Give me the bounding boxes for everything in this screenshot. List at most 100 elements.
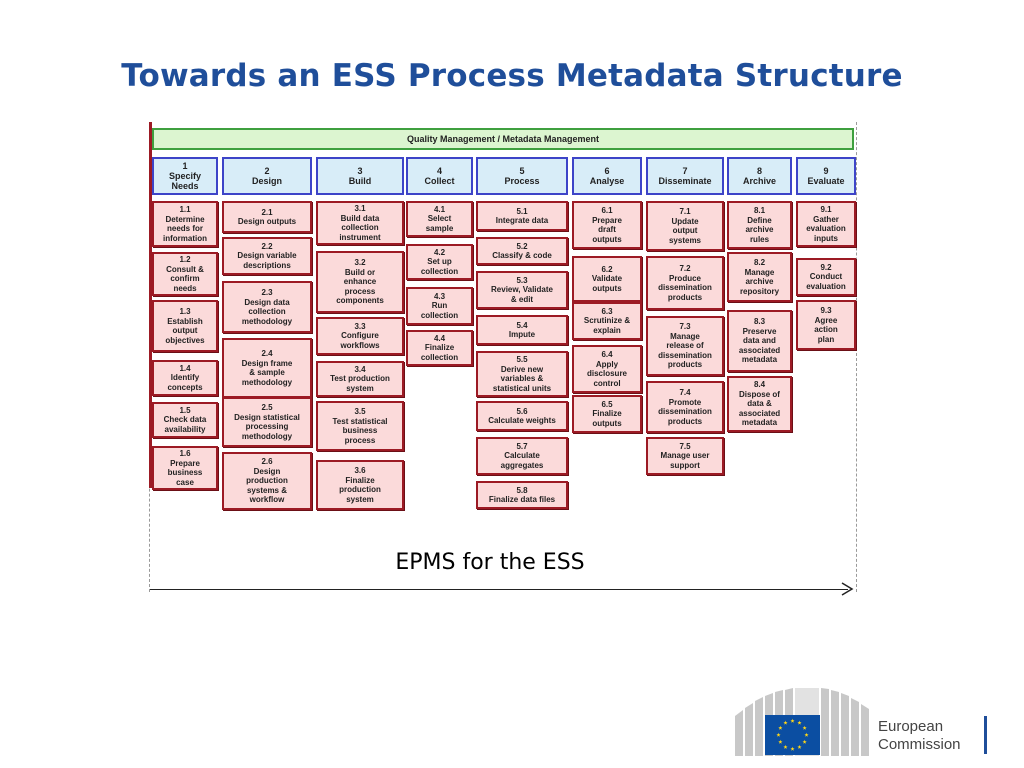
sub-process-number: 3.6 <box>354 466 366 475</box>
eu-stars <box>776 718 809 751</box>
eu-star <box>778 725 783 730</box>
sub-process-label: Review, Validate & edit <box>491 285 553 304</box>
sub-process-number: 8.2 <box>753 258 766 267</box>
sub-process-label: Build or enhance process components <box>336 267 384 306</box>
sub-process-label: Finalize data files <box>488 495 556 504</box>
sub-process-number: 3.2 <box>354 258 366 268</box>
sub-process-number: 7.2 <box>679 264 691 273</box>
sub-process-label: Design data collection methodology <box>241 297 293 326</box>
sub-process-label: Manage user support <box>660 451 710 470</box>
sub-process-label: Calculate weights <box>488 416 556 425</box>
phase-number: 4 <box>436 166 442 176</box>
eu-star <box>790 718 795 723</box>
sub-process-number: 3.1 <box>354 204 366 213</box>
sub-process-number: 6.3 <box>601 306 613 316</box>
eu-star <box>783 720 788 725</box>
phase-label: Evaluate <box>807 176 845 186</box>
sub-process-label: Apply disclosure control <box>586 359 627 388</box>
eu-star <box>790 746 795 751</box>
sub-process-label: Select sample <box>425 214 454 233</box>
phase-number: 6 <box>604 166 610 176</box>
diagram-caption: EPMS for the ESS <box>395 550 585 575</box>
quality-management-banner: Quality Management / Metadata Management <box>152 128 854 150</box>
phase-number: 8 <box>756 166 762 176</box>
sub-process-label: Identify concepts <box>167 373 203 392</box>
sub-process-label: Finalize outputs <box>592 409 622 428</box>
eu-star <box>802 725 807 730</box>
sub-process-label: Derive new variables & statistical units <box>492 364 552 393</box>
phase-number: 2 <box>264 166 270 176</box>
sub-process-number: 2.6 <box>261 457 273 467</box>
sub-process-label: Design statistical processing methodolog… <box>234 412 300 441</box>
sub-process-label: Build data collection instrument <box>339 213 381 242</box>
sub-process-number: 5.4 <box>516 320 528 330</box>
sub-process-label: Design outputs <box>237 217 297 226</box>
organization-name: European Commission <box>878 718 961 754</box>
phase-label: Disseminate <box>658 176 712 186</box>
sub-process-number: 5.3 <box>516 275 528 285</box>
eu-star <box>804 732 809 737</box>
phase-number: 1 <box>182 161 188 171</box>
sub-process-label: Design frame & sample methodology <box>241 358 293 387</box>
sub-process-label: Run collection <box>420 301 459 320</box>
sub-process-label: Design production systems & workflow <box>246 466 288 505</box>
sub-process-label: Preserve data and associated metadata <box>738 326 781 365</box>
slide-title: Towards an ESS Process Metadata Structur… <box>121 58 903 94</box>
sub-process-label: Gather evaluation inputs <box>806 214 846 243</box>
sub-process-number: 7.1 <box>679 207 691 216</box>
sub-process-label: Agree action plan <box>814 315 838 344</box>
sub-process-number: 9.2 <box>820 262 832 272</box>
logo-divider <box>984 716 987 754</box>
phase-label: Archive <box>742 176 777 186</box>
sub-process-number: 8.3 <box>753 317 766 327</box>
sub-process-number: 1.3 <box>179 307 191 316</box>
eu-star <box>802 739 807 744</box>
sub-process-number: 1.5 <box>179 405 191 415</box>
sub-process-number: 5.8 <box>516 485 528 495</box>
sub-process-number: 2.2 <box>261 241 273 251</box>
sub-process-label: Scrutinize & explain <box>583 316 631 335</box>
sub-process-label: Impute <box>508 330 536 339</box>
phase-label: Process <box>504 176 540 186</box>
sub-process-label: Finalize production system <box>339 475 381 504</box>
phase-number: 7 <box>682 166 688 176</box>
sub-process-number: 1.4 <box>179 363 191 373</box>
sub-process-number: 1.6 <box>179 449 191 458</box>
organization-name-line2: Commission <box>878 736 961 753</box>
eu-star <box>783 744 788 749</box>
phase-label: Analyse <box>589 176 625 186</box>
diagram-edge <box>149 122 152 488</box>
sub-process-number: 1.1 <box>179 205 191 214</box>
